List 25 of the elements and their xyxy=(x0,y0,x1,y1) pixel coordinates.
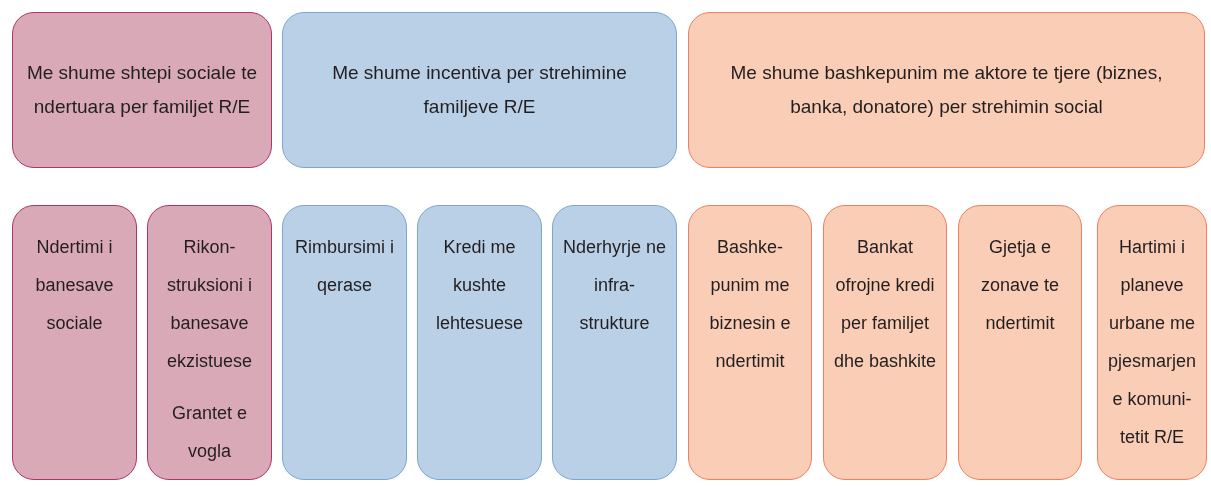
measure-box xyxy=(417,205,542,480)
box-text: Bashke- punim me biznesin e ndertimit xyxy=(708,236,792,373)
measure-box xyxy=(12,205,137,480)
measure-box xyxy=(823,205,947,480)
measure-box xyxy=(147,205,272,480)
measure-box xyxy=(688,205,812,480)
box-text: Hartimi i planeve urbane me pjesmarjen e komuni- tetit R/E xyxy=(1106,236,1197,449)
box-text: Grantet e vogla xyxy=(170,402,248,463)
box-text: Me shume shtepi sociale te ndertuara per familjet R/E xyxy=(25,61,259,119)
measure-box xyxy=(552,205,677,480)
box-text: Bankat ofrojne kredi per familjet dhe bashkite xyxy=(832,236,938,373)
box-text: Me shume bashkepunim me aktore te tjere (biznes, banka, donatore) per strehimin social xyxy=(729,61,1164,119)
box-text: Rikon- struksioni i banesave ekzistuese xyxy=(165,236,253,373)
measure-box xyxy=(958,205,1082,480)
box-text: Rimbursimi i qerase xyxy=(294,236,395,297)
goal-box xyxy=(688,12,1205,168)
box-text: Me shume incentiva per strehimine familjeve R/E xyxy=(331,61,628,119)
goal-box xyxy=(282,12,677,168)
measure-box xyxy=(1097,205,1207,480)
box-text: Ndertimi i banesave sociale xyxy=(34,236,115,335)
box-text: Gjetja e zonave te ndertimit xyxy=(979,236,1061,335)
box-text: Kredi me kushte lehtesuese xyxy=(434,236,525,335)
goal-box xyxy=(12,12,272,168)
measure-box xyxy=(282,205,407,480)
box-text: Nderhyrje ne infra- strukture xyxy=(561,236,668,335)
